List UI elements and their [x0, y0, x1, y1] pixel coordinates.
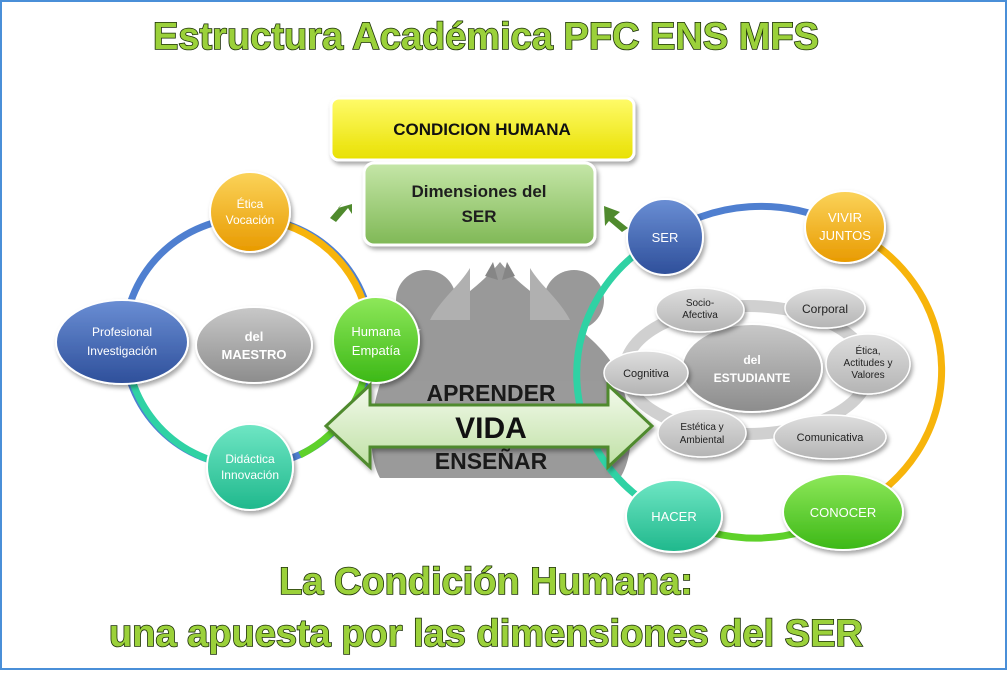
node-ser-label: SER: [652, 230, 679, 245]
inner-estetica-line2: Ambiental: [680, 435, 724, 446]
inner-node-comunicativa: [773, 414, 887, 460]
page-title: Estructura Académica PFC ENS MFS: [153, 16, 819, 58]
inner-node-etica-valores: [825, 333, 911, 395]
dimensiones-line1: Dimensiones del: [411, 182, 546, 201]
condicion-humana-box: [329, 96, 636, 162]
maestro-center-line1: del: [245, 329, 264, 344]
node-humana-line1: Humana: [351, 324, 401, 339]
node-hacer: [625, 479, 723, 553]
node-vivir-juntos: [804, 190, 886, 264]
node-vivir-line2: JUNTOS: [819, 228, 871, 243]
subtitle-line1: La Condición Humana:: [279, 561, 693, 603]
node-etica-line2: Vocación: [226, 213, 275, 227]
inner-etica-line2: Actitudes y: [844, 358, 893, 369]
estudiante-center-line2: ESTUDIANTE: [714, 371, 791, 385]
inner-etica-line3: Valores: [851, 370, 884, 381]
maestro-center-line2: MAESTRO: [222, 347, 287, 362]
inner-comunicativa-line1: Comunicativa: [797, 432, 865, 444]
subtitle-line2: una apuesta por las dimensiones del SER: [109, 613, 863, 655]
node-didactica-innovacion: [206, 423, 294, 511]
condicion-humana-label: CONDICION HUMANA: [393, 120, 571, 139]
node-didactica-line1: Didáctica: [225, 452, 275, 466]
inner-corporal-line1: Corporal: [802, 302, 848, 316]
node-etica-vocacion: [209, 171, 291, 253]
inner-node-corporal: [784, 287, 866, 329]
ensenar-label: ENSEÑAR: [435, 447, 548, 474]
estudiante-center-line1: del: [743, 353, 760, 367]
inner-etica-line1: Ética,: [855, 344, 880, 357]
node-hacer-label: HACER: [651, 509, 697, 524]
node-vivir-line1: VIVIR: [828, 210, 862, 225]
inner-node-estetica-ambiental: [657, 408, 747, 458]
inner-socio-line1: Socio-: [686, 298, 714, 309]
aprender-label: APRENDER: [426, 380, 555, 406]
inner-node-socioafectiva: [655, 287, 745, 333]
vida-double-arrow: [323, 381, 655, 471]
dimensiones-line2: SER: [462, 207, 497, 226]
node-humana-empatia: [332, 296, 420, 384]
estudiante-center-node: [681, 323, 823, 413]
vida-label: VIDA: [455, 412, 527, 445]
inner-socio-line2: Afectiva: [682, 310, 718, 321]
arrow-left-icon: [330, 203, 352, 222]
maestro-center-node: [195, 306, 313, 384]
node-etica-line1: Ética: [237, 196, 264, 211]
inner-estetica-line1: Estética y: [680, 422, 723, 433]
node-ser: [626, 198, 704, 276]
inner-node-cognitiva: [603, 350, 689, 396]
node-profesional-line1: Profesional: [92, 325, 152, 339]
node-conocer-label: CONOCER: [810, 505, 876, 520]
inner-cognitiva-line1: Cognitiva: [623, 368, 670, 380]
node-profesional-investigacion: [55, 299, 189, 385]
node-profesional-line2: Investigación: [87, 344, 157, 358]
node-didactica-line2: Innovación: [221, 468, 279, 482]
dimensiones-ser-box: [362, 161, 597, 247]
node-conocer: [782, 473, 904, 551]
arrow-right-icon: [604, 206, 628, 232]
node-humana-line2: Empatía: [352, 343, 401, 358]
